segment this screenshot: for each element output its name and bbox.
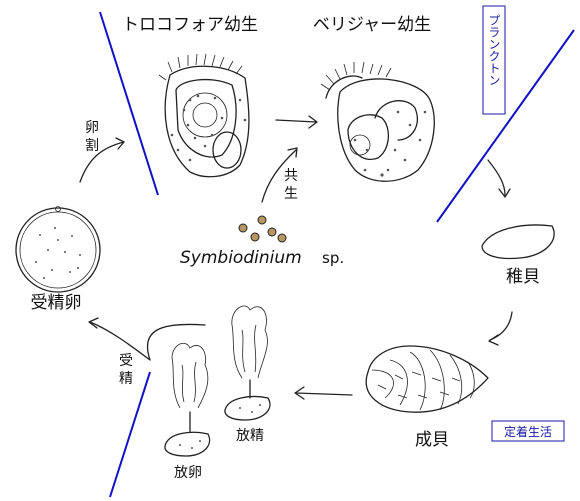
- symbiosis-label-char1: 共: [284, 168, 298, 184]
- arrow-trochophore-to-veliger: [275, 119, 317, 123]
- arrow-cleavage: [79, 141, 125, 183]
- trochophore-drawing: [158, 53, 250, 178]
- boundary-line-left-bottom: [109, 371, 151, 498]
- fertilization-label-char2: 精: [119, 371, 133, 387]
- sessile-life-box: 定着生活: [491, 420, 565, 442]
- fertilized-egg-label: 受精卵: [31, 293, 82, 313]
- juvenile-label: 稚貝: [506, 267, 540, 287]
- symbiodinium-sp-label: sp.: [322, 249, 344, 267]
- plankton-box: プランクトン: [482, 5, 506, 115]
- boundary-line-left-top: [99, 11, 159, 196]
- cleavage-label-char1: 卵: [85, 120, 99, 136]
- veliger-label: ベリジャー幼生: [313, 15, 431, 35]
- fertilization-label-char1: 受: [119, 353, 133, 369]
- boundary-line-right: [436, 29, 575, 223]
- arrow-fertilization: [89, 321, 206, 361]
- arrow-veliger-to-juvenile: [487, 159, 506, 196]
- arrow-symbiosis: [261, 149, 297, 203]
- sperm-release-label: 放精: [236, 428, 264, 444]
- symbiosis-label-char2: 生: [284, 186, 298, 202]
- egg-release-drawing: [164, 342, 211, 457]
- sessile-life-label: 定着生活: [504, 424, 552, 439]
- arrow-adult-to-spawning: [295, 392, 353, 396]
- adult-label: 成貝: [415, 430, 449, 450]
- symbiodinium-cells: [238, 215, 287, 243]
- arrow-juvenile-to-adult: [489, 311, 513, 341]
- adult-clam-drawing: [365, 345, 489, 413]
- cleavage-label-char2: 割: [85, 137, 99, 154]
- symbiodinium-genus-label: Symbiodinium: [180, 248, 302, 268]
- sperm-release-drawing: [224, 305, 271, 421]
- juvenile-drawing: [481, 224, 555, 260]
- plankton-label: プランクトン: [487, 14, 501, 86]
- fertilized-egg-drawing: [15, 206, 101, 293]
- trochophore-label: トロコフォア幼生: [122, 15, 258, 35]
- egg-release-label: 放卵: [174, 465, 202, 481]
- veliger-drawing: [320, 61, 435, 182]
